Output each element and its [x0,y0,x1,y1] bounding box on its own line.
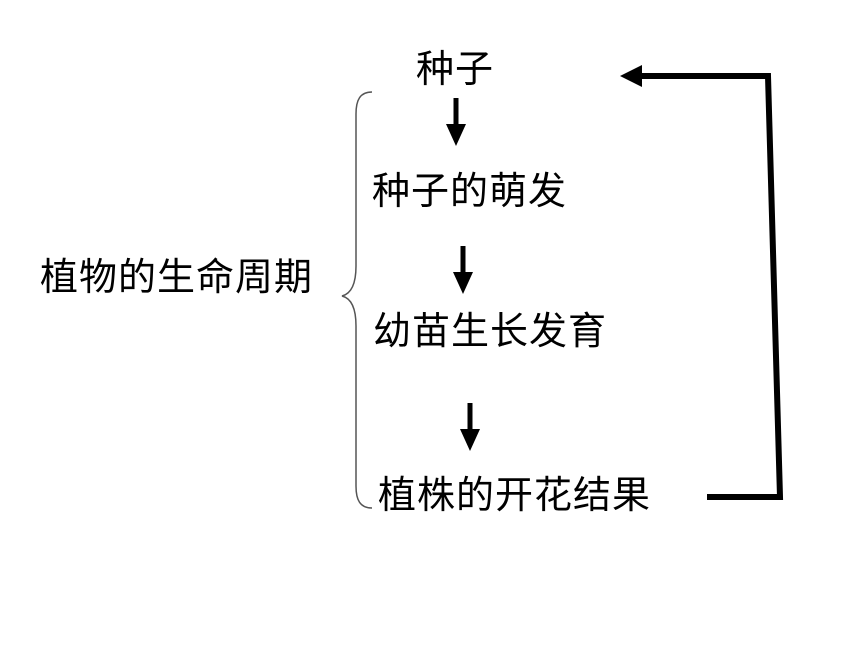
down-arrow-3 [460,403,480,451]
cycle-title: 植物的生命周期 [40,255,314,299]
curly-brace [341,91,373,509]
stage-seed: 种子 [416,47,495,91]
down-arrow-1 [446,98,466,146]
stage-flowering-fruiting: 植株的开花结果 [378,473,652,517]
down-arrow-2 [453,246,473,294]
return-loop-arrow [620,65,784,500]
stage-seedling-growth: 幼苗生长发育 [373,309,608,353]
stage-germination: 种子的萌发 [372,169,568,213]
